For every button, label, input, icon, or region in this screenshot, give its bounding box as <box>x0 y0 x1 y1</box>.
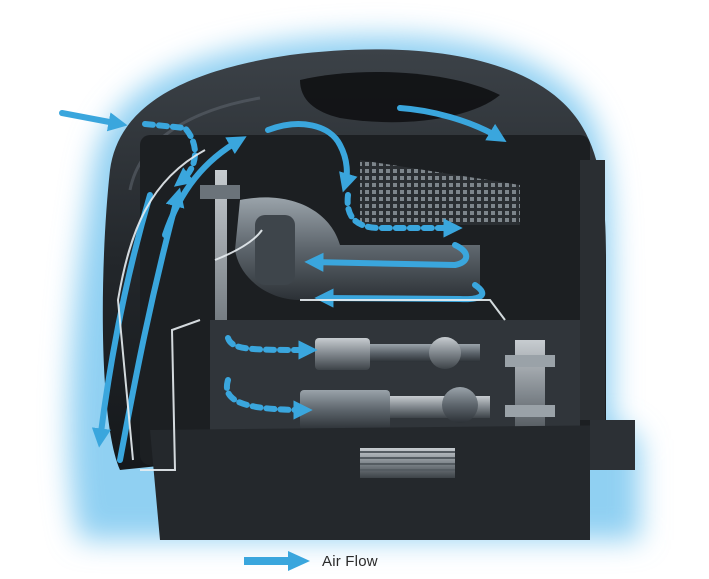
legend-label: Air Flow <box>322 552 378 570</box>
legend: Air Flow <box>244 548 378 574</box>
cowl-entry-flow <box>142 121 199 187</box>
lower-housing <box>150 425 635 540</box>
silencer-flow <box>344 192 463 238</box>
piston-lower <box>300 387 490 430</box>
right-arrow-icon <box>244 551 310 571</box>
intake-arrow <box>59 110 128 132</box>
top-crossover-flow <box>265 121 358 193</box>
piston-upper <box>315 337 480 370</box>
duct-outline <box>116 149 506 471</box>
top-exhaust-flow <box>397 105 507 142</box>
intake-manifold <box>235 197 480 300</box>
intake-silencer-grille <box>360 160 520 225</box>
upper-inner-flow <box>162 136 247 238</box>
cylinder-flow-lower <box>223 377 313 420</box>
engine-internals <box>140 135 635 540</box>
cylinder-flow-upper <box>225 335 318 360</box>
manifold-flow-upper <box>304 242 470 272</box>
